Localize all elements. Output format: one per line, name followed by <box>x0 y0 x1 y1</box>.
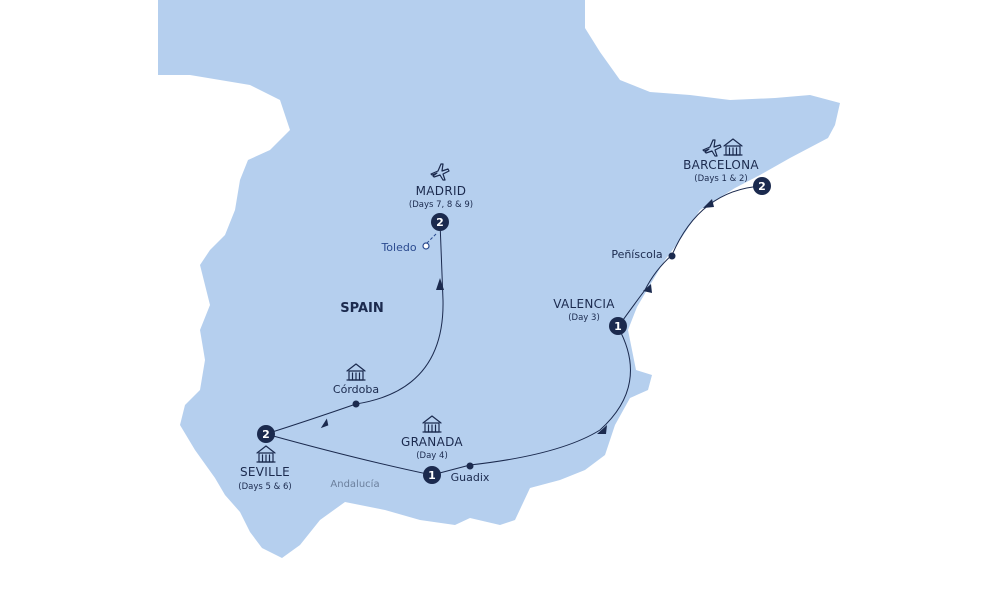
route-cordoba-madrid <box>355 221 444 405</box>
svg-text:1: 1 <box>428 469 436 482</box>
route-arrow <box>436 278 444 290</box>
stop-marker-madrid[interactable]: 2 <box>431 213 449 231</box>
svg-text:2: 2 <box>436 216 444 229</box>
region-label: Andalucía <box>330 478 379 490</box>
city-days-seville: (Days 5 & 6) <box>238 482 291 492</box>
city-name-barcelona: BARCELONA <box>683 158 759 172</box>
route-granada-seville <box>265 433 433 476</box>
city-name-seville: SEVILLE <box>240 465 290 479</box>
svg-text:2: 2 <box>262 428 270 441</box>
route-arrow <box>703 199 714 208</box>
city-days-barcelona: (Days 1 & 2) <box>694 174 747 184</box>
stop-marker-valencia[interactable]: 1 <box>609 317 627 335</box>
route-seville-cordoba <box>265 403 357 435</box>
waypoint-label-cordoba: Córdoba <box>333 383 379 396</box>
spain-landmass <box>158 0 840 558</box>
stop-marker-granada[interactable]: 1 <box>423 466 441 484</box>
svg-text:1: 1 <box>614 320 622 333</box>
waypoint-dot-peniscola <box>668 252 676 260</box>
route-madrid-toledo <box>425 233 437 245</box>
city-name-valencia: VALENCIA <box>553 297 615 311</box>
waypoint-dot-guadix <box>466 462 474 470</box>
city-days-madrid: (Days 7, 8 & 9) <box>409 200 473 210</box>
city-name-granada: GRANADA <box>401 435 463 449</box>
city-days-valencia: (Day 3) <box>568 313 600 323</box>
route-arrow <box>597 425 607 434</box>
svg-text:2: 2 <box>758 180 766 193</box>
excursion-label-toledo: Toledo <box>380 241 416 254</box>
waypoint-dot-cordoba <box>352 400 360 408</box>
stop-marker-seville[interactable]: 2 <box>257 425 275 443</box>
route-arrow <box>643 284 652 293</box>
city-name-madrid: MADRID <box>416 184 467 198</box>
route-arrow <box>320 418 329 429</box>
city-days-granada: (Day 4) <box>416 451 448 461</box>
country-label: SPAIN <box>340 301 383 316</box>
stop-marker-barcelona[interactable]: 2 <box>753 177 771 195</box>
excursion-dot-toledo <box>422 242 430 250</box>
waypoint-label-guadix: Guadix <box>451 471 490 484</box>
waypoint-label-peniscola: Peñíscola <box>611 248 662 261</box>
route-valencia-guadix <box>469 326 631 466</box>
